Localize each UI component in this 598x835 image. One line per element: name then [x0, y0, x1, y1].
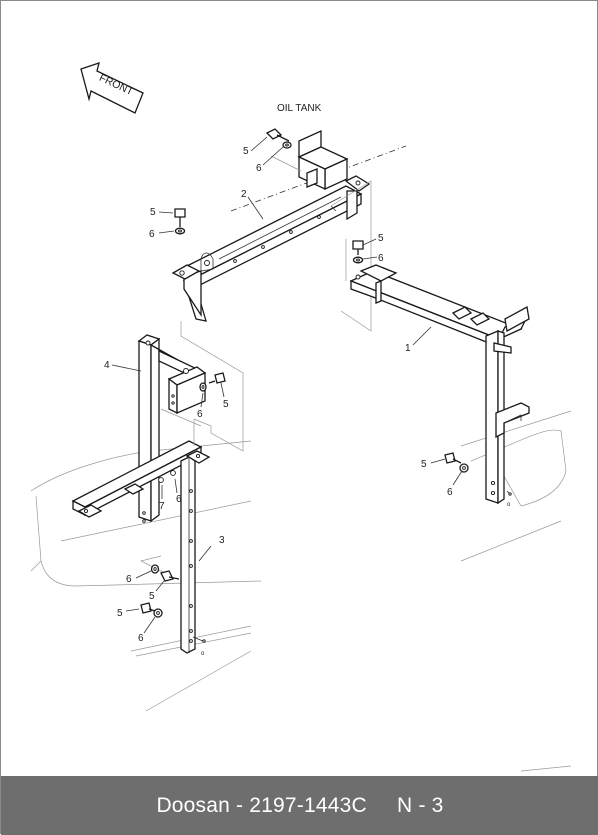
bolt-icon [140, 602, 156, 614]
callout-bolt: 5 [378, 233, 384, 244]
callout-part-4: 4 [104, 360, 110, 371]
bolt-icon [208, 372, 226, 384]
callout-bolt: 5 [149, 591, 155, 602]
callout-part-2: 2 [241, 189, 247, 200]
bolt-icon [174, 208, 186, 227]
part-1-right-frame: o [349, 264, 530, 508]
callout-bolt: 5 [223, 399, 229, 410]
callout-washer: 6 [176, 494, 182, 505]
callout-bolt: 5 [150, 207, 156, 218]
callout-numbers: 1 2 3 4 5 6 5 6 5 6 5 6 5 6 7 6 6 5 5 6 [104, 146, 453, 644]
footer-part-reference: Doosan - 2197-1443C N - 3 [156, 793, 444, 817]
callout-washer: 6 [138, 633, 144, 644]
washer-icon [352, 256, 364, 264]
callout-washer: 6 [149, 229, 155, 240]
bolt-icon [160, 570, 180, 582]
svg-text:o: o [507, 502, 511, 508]
callout-washer: 6 [378, 253, 384, 264]
part-3-lower-frame: o [71, 440, 211, 657]
callout-bolt: 5 [243, 146, 249, 157]
callout-bolt: 5 [117, 608, 123, 619]
callout-washer: 6 [256, 163, 262, 174]
callout-part-1: 1 [405, 343, 411, 354]
svg-text:o: o [201, 651, 205, 657]
callout-part-3: 3 [219, 535, 225, 546]
callout-bolt: 5 [421, 459, 427, 470]
fasteners [140, 128, 469, 618]
part-2-cross-beam [171, 175, 372, 332]
callout-washer: 6 [197, 409, 203, 420]
callout-washer: 6 [447, 487, 453, 498]
washer-icon [153, 608, 163, 618]
washer-icon [459, 463, 469, 473]
exploded-assembly-drawing: FRONT OIL TANK [30, 62, 572, 772]
washer-icon [282, 141, 292, 149]
callout-washer: 6 [126, 574, 132, 585]
leader-lines [111, 136, 463, 634]
oil-tank-label: OIL TANK [277, 103, 322, 114]
washer-icon [199, 382, 207, 392]
exploded-guide-lines [139, 155, 347, 577]
callout-part-7: 7 [159, 501, 165, 512]
washer-icon [174, 227, 186, 235]
bolt-icon [265, 128, 290, 142]
washer-icon [150, 564, 160, 574]
bolt-icon [444, 452, 462, 464]
bolt-icon [352, 240, 364, 255]
footer-bar: Doosan - 2197-1443C N - 3 [1, 776, 598, 835]
front-arrow-icon: FRONT [80, 62, 144, 114]
